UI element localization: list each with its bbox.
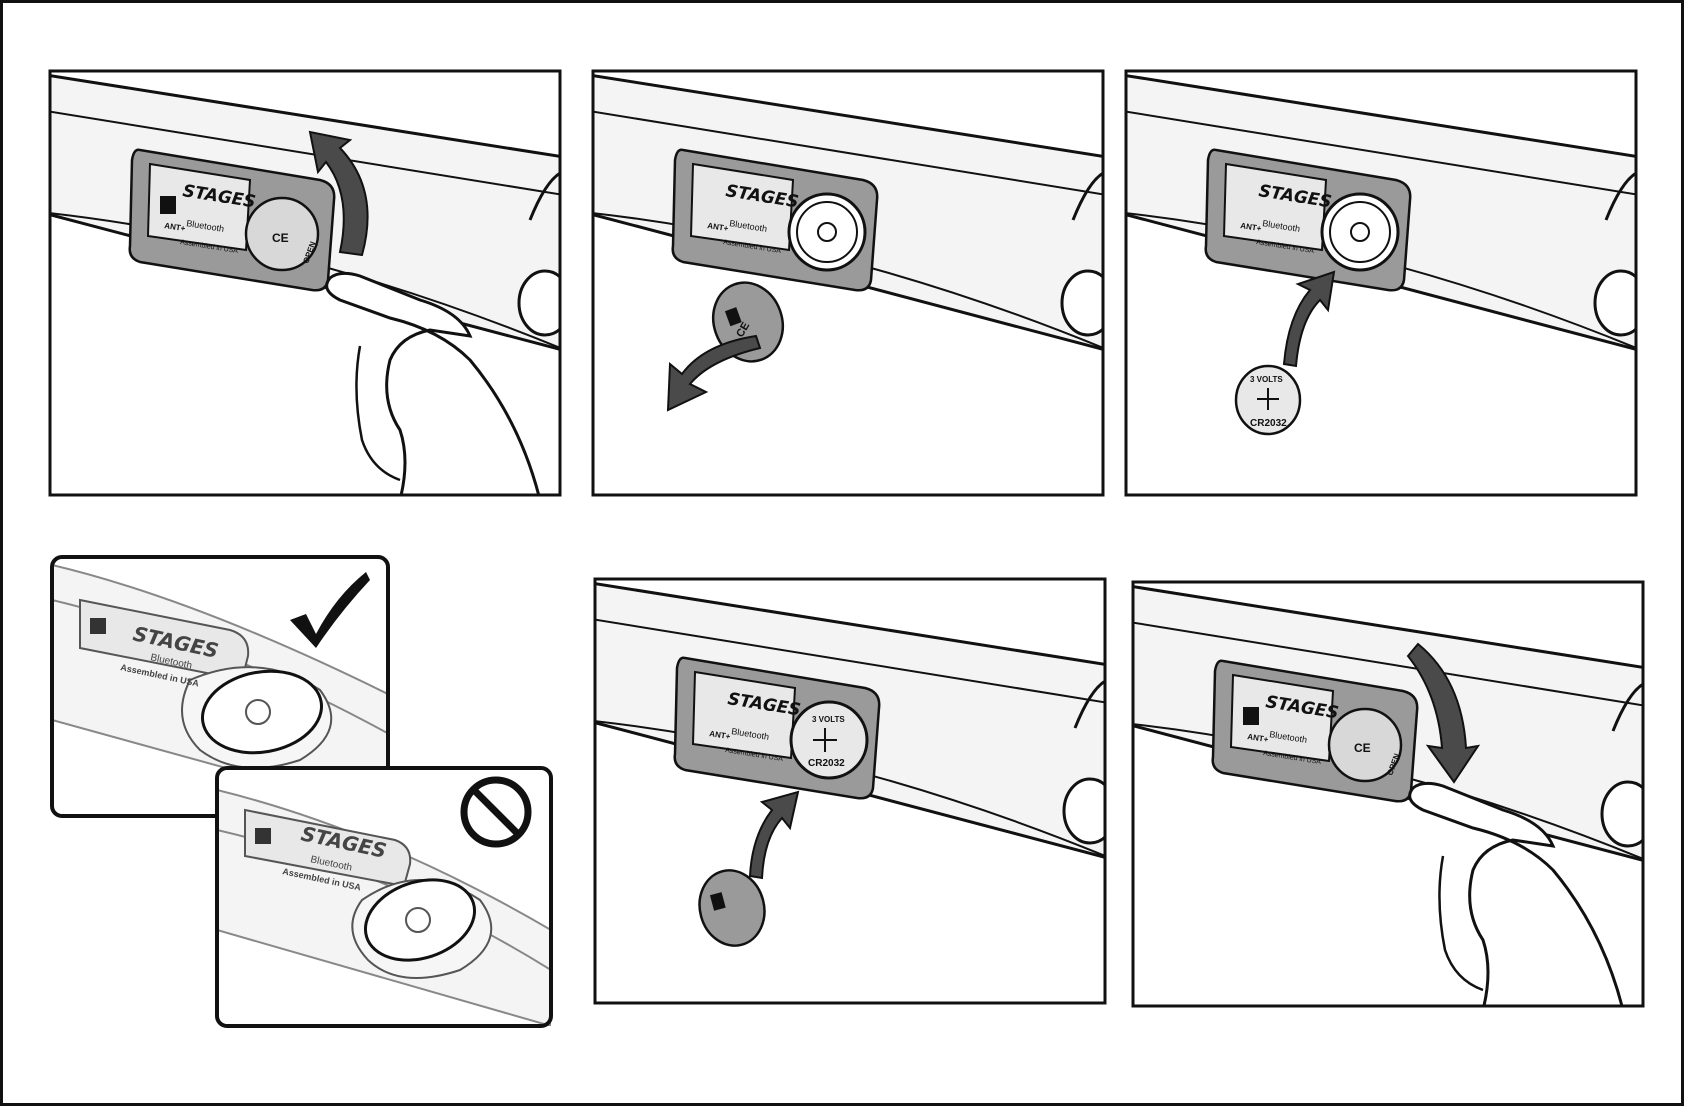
step-6-ce: CE [1354, 741, 1371, 755]
step-1-panel: STAGES Bluetooth ANT+ Assembled in USA C… [48, 69, 562, 497]
step-6-panel: STAGES Bluetooth ANT+ Assembled in USA C… [1131, 580, 1645, 1008]
refit-cover-arrow-icon [748, 790, 800, 880]
step-3-battery-voltage: 3 VOLTS [1250, 375, 1283, 384]
step-2-ant: ANT+ [707, 221, 730, 233]
insert-battery-arrow-icon [1282, 270, 1336, 368]
rotate-close-arrow-icon [1406, 642, 1481, 784]
step-3-battery-model: CR2032 [1250, 418, 1287, 429]
step-1-ce: CE [272, 231, 289, 245]
step-3-panel: STAGES Bluetooth ANT+ Assembled in USA 3… [1124, 69, 1638, 497]
step-6-ant: ANT+ [1247, 732, 1270, 744]
step-2-panel: STAGES Bluetooth ANT+ Assembled in USA C… [591, 69, 1105, 497]
step-3-ant: ANT+ [1240, 221, 1263, 233]
step-5-panel: STAGES Bluetooth ANT+ Assembled in USA 3… [593, 577, 1107, 1005]
seating-comparison: STAGES Bluetooth Assembled in USA STAGES [50, 555, 553, 1028]
remove-cover-arrow-icon [666, 334, 762, 412]
step-5-battery-model: CR2032 [808, 758, 845, 769]
step-5-ant: ANT+ [709, 729, 732, 741]
rotate-open-arrow-icon [308, 130, 369, 257]
incorrect-seating-panel: STAGES Bluetooth Assembled in USA [215, 766, 553, 1028]
step-5-battery-voltage: 3 VOLTS [812, 715, 845, 724]
prohibited-icon [460, 776, 532, 848]
check-mark-icon [290, 572, 370, 648]
step-1-ant: ANT+ [164, 221, 187, 233]
